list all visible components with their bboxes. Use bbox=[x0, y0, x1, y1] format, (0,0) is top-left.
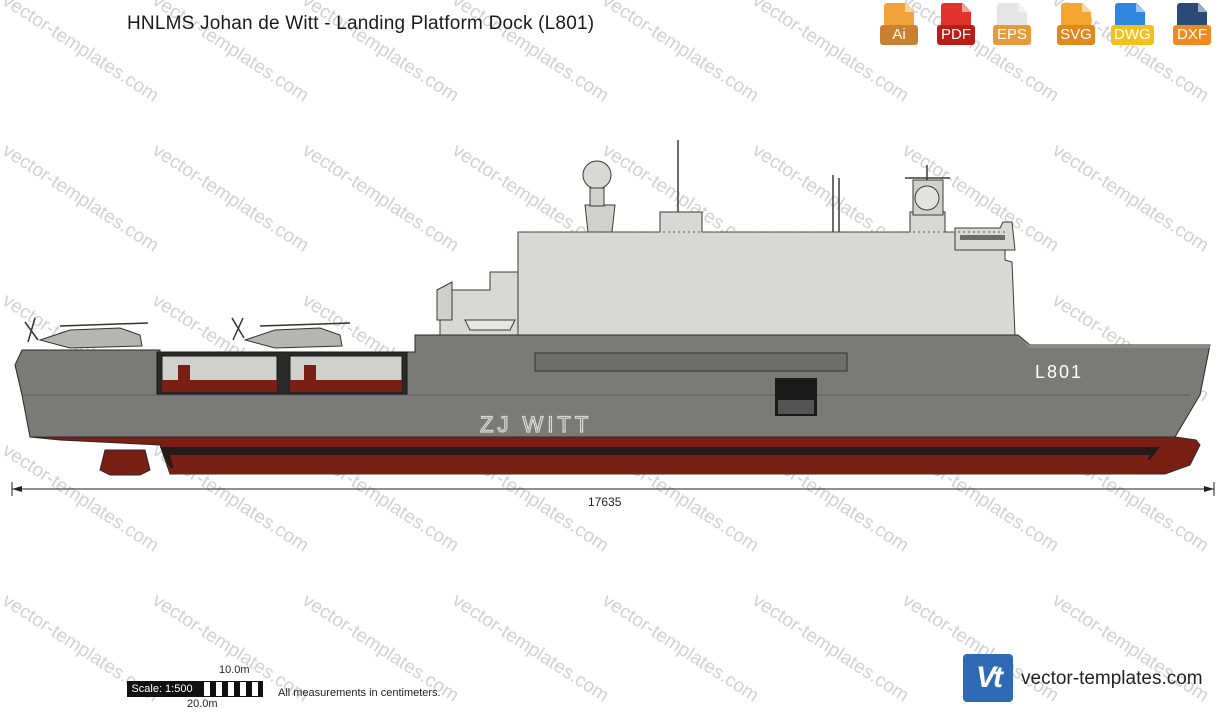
format-label: DWG bbox=[1111, 25, 1154, 45]
dwg-file-icon[interactable]: DWG bbox=[1111, 3, 1154, 51]
file-fold bbox=[905, 3, 914, 12]
helicopter-forward bbox=[231, 317, 351, 349]
stern-name: ZJ WITT bbox=[480, 412, 592, 437]
file-fold bbox=[1018, 3, 1027, 12]
vt-logo-icon: Vt bbox=[963, 654, 1013, 702]
format-label: Ai bbox=[880, 25, 918, 45]
dxf-file-icon[interactable]: DXF bbox=[1173, 3, 1211, 51]
brand-text: vector-templates.com bbox=[1021, 668, 1203, 689]
scale-mark-10: 10.0m bbox=[219, 664, 250, 676]
measurement-note: All measurements in centimeters. bbox=[278, 687, 441, 699]
page-title: HNLMS Johan de Witt - Landing Platform D… bbox=[127, 13, 595, 34]
scale-mark-20: 20.0m bbox=[187, 698, 218, 710]
format-label: DXF bbox=[1173, 25, 1211, 45]
pdf-file-icon[interactable]: PDF bbox=[937, 3, 975, 51]
format-label: PDF bbox=[937, 25, 975, 45]
helicopter-aft bbox=[24, 317, 149, 349]
file-fold bbox=[1198, 3, 1207, 12]
file-fold bbox=[1082, 3, 1091, 12]
format-label: EPS bbox=[993, 25, 1031, 45]
file-fold bbox=[962, 3, 971, 12]
ai-file-icon[interactable]: Ai bbox=[880, 3, 918, 51]
length-dimension-label: 17635 bbox=[588, 495, 622, 509]
hull bbox=[14, 334, 1211, 476]
file-fold bbox=[1136, 3, 1145, 12]
scale-bar bbox=[197, 681, 263, 697]
svg-file-icon[interactable]: SVG bbox=[1057, 3, 1095, 51]
superstructure bbox=[436, 140, 1016, 336]
scale-label: Scale: 1:500 bbox=[127, 681, 197, 697]
hull-number: L801 bbox=[1035, 362, 1083, 382]
length-dimension-line bbox=[11, 482, 1215, 496]
eps-file-icon[interactable]: EPS bbox=[993, 3, 1031, 51]
format-label: SVG bbox=[1057, 25, 1095, 45]
